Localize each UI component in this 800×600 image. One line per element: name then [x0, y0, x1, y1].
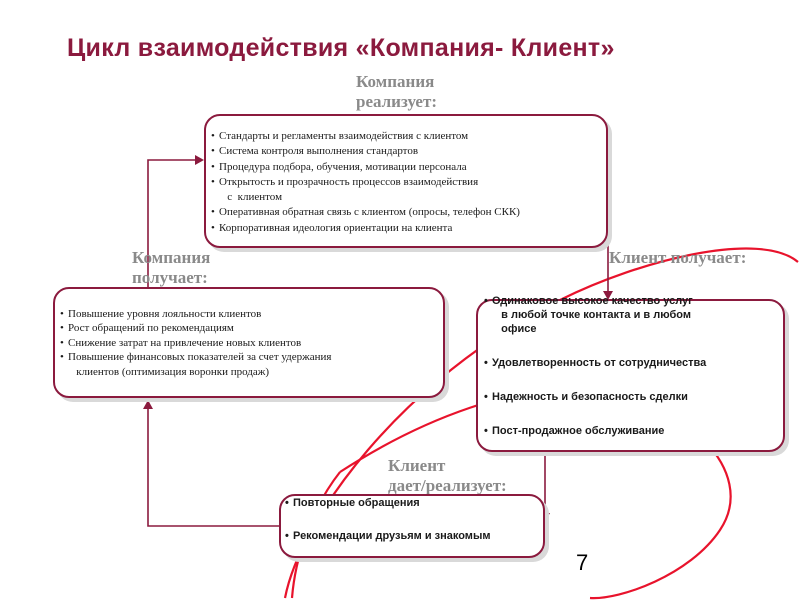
heading-client-receives-text: Клиент получает:: [609, 248, 747, 267]
arrow-to-company-implements: [147, 159, 196, 287]
arrow-to-company-receives: [147, 408, 279, 527]
heading-company-receives-text: Компания получает:: [132, 248, 211, 287]
list-item: Оперативная обратная связь с клиентом (о…: [211, 205, 606, 221]
list-item: Повышение уровня лояльности клиентов: [60, 307, 443, 322]
box-company-implements: Стандарты и регламенты взаимодействия с …: [204, 114, 608, 248]
heading-client-gives-text: Клиент дает/реализует:: [388, 456, 507, 495]
list-item: Корпоративная идеология ориентации на кл…: [211, 221, 606, 237]
list-item: Повторные обращения: [285, 496, 543, 510]
heading-company-receives: Компания получает:: [132, 248, 210, 288]
list-client-gives: Повторные обращения Рекомендации друзьям…: [285, 496, 543, 543]
heading-client-receives: Клиент получает:: [609, 248, 746, 268]
heading-company-implements: Компания реализует:: [356, 72, 437, 112]
box-company-receives: Повышение уровня лояльности клиентов Рос…: [53, 287, 445, 398]
list-item: Система контроля выполнения стандартов: [211, 144, 606, 160]
heading-company-implements-text: Компания реализует:: [356, 72, 437, 111]
list-item: Открытость и прозрачность процессов взаи…: [211, 175, 606, 206]
list-item: Рекомендации друзьям и знакомым: [285, 529, 543, 543]
page-number: 7: [576, 550, 589, 575]
list-item: Повышение финансовых показателей за счет…: [60, 350, 443, 379]
arrow-head-up: [143, 400, 153, 409]
list-company-receives: Повышение уровня лояльности клиентов Рос…: [60, 307, 443, 379]
list-item: Пост-продажное обслуживание: [484, 424, 783, 438]
list-item: Рост обращений по рекомендациям: [60, 321, 443, 336]
heading-client-gives: Клиент дает/реализует:: [388, 456, 507, 496]
list-item: Надежность и безопасность сделки: [484, 390, 783, 404]
arrow-head-right: [195, 155, 204, 165]
list-item: Стандарты и регламенты взаимодействия с …: [211, 129, 606, 145]
list-item: Снижение затрат на привлечение новых кли…: [60, 336, 443, 351]
box-client-gives: Повторные обращения Рекомендации друзьям…: [279, 494, 545, 558]
slide-title: Цикл взаимодействия «Компания- Клиент»: [67, 34, 615, 62]
list-company-implements: Стандарты и регламенты взаимодействия с …: [211, 129, 606, 236]
list-item: Процедура подбора, обучения, мотивации п…: [211, 160, 606, 176]
box-client-receives: Одинаковое высокое качество услуг в любо…: [476, 294, 785, 452]
list-item: Удовлетворенность от сотрудничества: [484, 356, 783, 370]
list-item: Одинаковое высокое качество услуг в любо…: [484, 294, 783, 336]
list-client-receives: Одинаковое высокое качество услуг в любо…: [484, 294, 783, 438]
